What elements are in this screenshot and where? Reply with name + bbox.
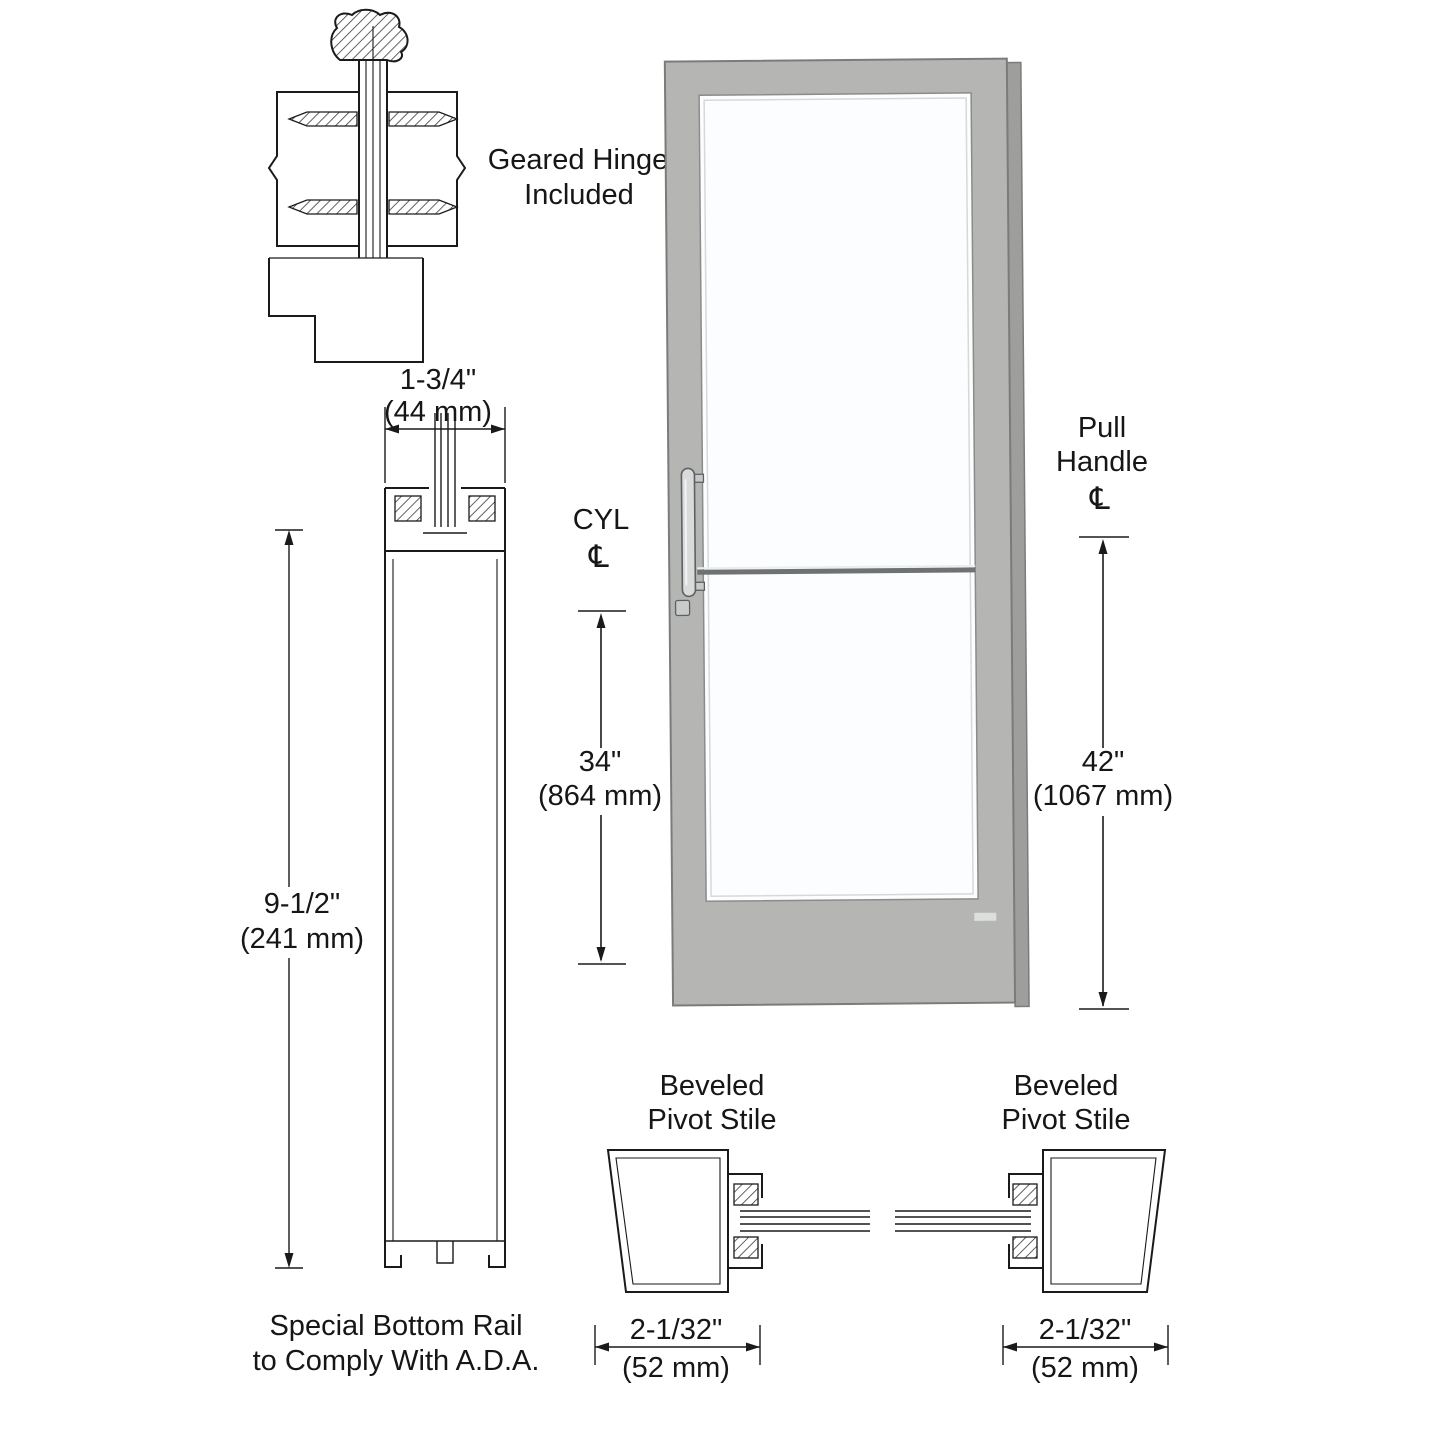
pull-handle-centerline-symbol: ℄	[1090, 480, 1110, 516]
stile-width-imperial: 1-3/4"	[399, 364, 477, 397]
glass-lines	[740, 1210, 870, 1232]
pivot-stile-left-label-line2: Pivot Stile	[647, 1104, 777, 1137]
rail-height-dimension-lines	[275, 529, 303, 1269]
stile-width-dimension-lines	[594, 1325, 761, 1365]
pivot-stile-right-drawing	[895, 1149, 1169, 1365]
glass-lines	[434, 413, 456, 527]
bottom-rail-note-line2: to Comply With A.D.A.	[252, 1345, 540, 1378]
glazing-pocket	[384, 487, 506, 552]
door-elevation-drawing	[663, 57, 1030, 1008]
cyl-imperial: 34"	[578, 746, 622, 779]
hinge-right-leaf	[387, 91, 467, 247]
pull-handle-label-line1: Pull	[1077, 412, 1127, 445]
hinge-cap	[330, 8, 409, 63]
rail-body	[384, 551, 506, 1268]
bottom-rail-section-drawing	[275, 407, 506, 1269]
pull-handle-imperial: 42"	[1081, 746, 1125, 779]
rail-height-imperial: 9-1/2"	[263, 888, 341, 921]
pivot-stile-left-drawing	[594, 1149, 870, 1365]
pivot-stile-left-metric: (52 mm)	[622, 1352, 730, 1385]
stile-body	[1042, 1149, 1167, 1293]
geared-hinge-label-line1: Geared Hinge	[487, 144, 669, 177]
stile-body	[606, 1149, 729, 1293]
brand-mark	[974, 912, 997, 921]
pull-handle	[680, 467, 706, 598]
pivot-stile-right-metric: (52 mm)	[1031, 1352, 1139, 1385]
pivot-stile-right-label-line1: Beveled	[1013, 1070, 1119, 1103]
rail-height-metric: (241 mm)	[239, 923, 365, 956]
hinge-frame-step	[268, 258, 424, 363]
pivot-stile-left-label-line1: Beveled	[659, 1070, 765, 1103]
pull-handle-dimension-drawing	[1079, 536, 1129, 1010]
stile-width-dimension-lines	[384, 407, 506, 483]
pivot-stile-left-imperial: 2-1/32"	[629, 1314, 723, 1347]
pull-handle-label-line2: Handle	[1056, 446, 1148, 479]
stile-width-dimension-lines	[1002, 1325, 1169, 1365]
pivot-stile-right-imperial: 2-1/32"	[1038, 1314, 1132, 1347]
bottom-rail-note-line1: Special Bottom Rail	[269, 1310, 523, 1343]
geared-hinge-label-line2: Included	[524, 179, 634, 212]
pull-handle-metric: (1067 mm)	[1032, 780, 1174, 813]
hinge-left-leaf	[267, 91, 359, 247]
stile-width-metric: (44 mm)	[384, 396, 492, 429]
cyl-dimension-drawing	[578, 610, 626, 965]
pivot-stile-right-label-line2: Pivot Stile	[1001, 1104, 1131, 1137]
push-bar	[697, 567, 976, 575]
hinge-screws	[287, 111, 459, 215]
cylinder-lock	[674, 599, 691, 617]
cyl-centerline-symbol: ℄	[589, 538, 609, 574]
cyl-label: CYL	[572, 504, 630, 537]
cyl-metric: (864 mm)	[537, 780, 663, 813]
geared-hinge-detail-drawing	[267, 8, 467, 363]
glass-lines	[895, 1210, 1031, 1232]
door-glass	[698, 92, 979, 903]
glazing-stop-line	[703, 97, 974, 897]
